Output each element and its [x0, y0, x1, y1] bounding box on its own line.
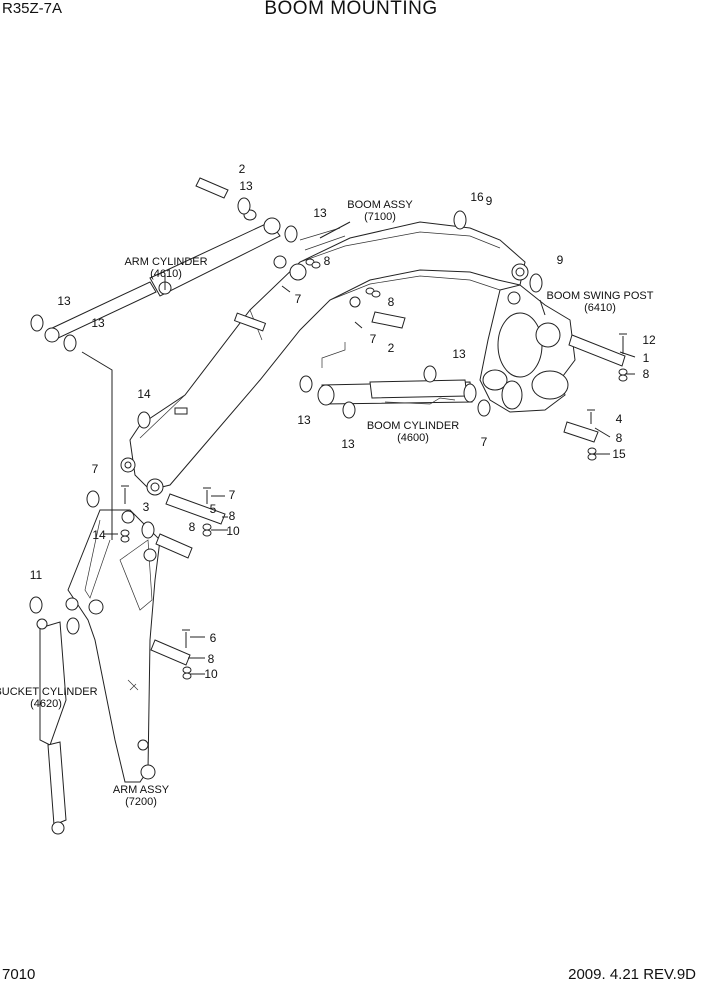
part-number: 13	[341, 437, 355, 451]
boom-assy-label: BOOM ASSY	[347, 199, 413, 211]
date-revision: 2009. 4.21 REV.9D	[568, 966, 696, 983]
part-number: 8	[616, 431, 623, 445]
arm-assy-label: ARM ASSY	[113, 784, 170, 796]
part-number: 13	[297, 413, 311, 427]
part-number: 11	[30, 568, 43, 582]
leader-lines	[81, 221, 636, 675]
model-code: R35Z-7A	[2, 0, 63, 17]
part-number: 14	[137, 387, 151, 401]
pin-2-mid	[371, 311, 406, 329]
arm-assy-drawing	[67, 509, 161, 783]
boom-assy-drawing	[120, 221, 529, 496]
part-numbers: 2 13 13 16 9 9 8 7 13 13 8 7 2 12 1 8 13…	[30, 162, 656, 681]
part-number: 6	[210, 631, 217, 645]
part-number: 5	[210, 502, 217, 516]
boom-cylinder-code: (4600)	[397, 432, 429, 444]
part-number: 10	[226, 524, 240, 538]
boom-cylinder-label: BOOM CYLINDER	[367, 420, 459, 432]
pin-4	[563, 421, 599, 443]
callout-labels: ARM CYLINDER (4610) BOOM ASSY (7100) BOO…	[0, 199, 654, 808]
part-number: 8	[229, 509, 236, 523]
pins	[150, 177, 626, 666]
part-number: 7	[295, 292, 302, 306]
boom-swing-post-label: BOOM SWING POST	[547, 290, 654, 302]
part-number: 8	[388, 295, 395, 309]
part-number: 7	[370, 332, 377, 346]
part-number: 7	[92, 462, 99, 476]
arm-cylinder-label: ARM CYLINDER	[124, 256, 207, 268]
part-number: 4	[616, 412, 623, 426]
part-number: 1	[643, 351, 650, 365]
boom-swing-post-drawing	[479, 284, 576, 413]
boom-cylinder-drawing	[317, 342, 477, 406]
part-number: 8	[189, 520, 196, 534]
part-number: 9	[557, 253, 564, 267]
pin-2-top	[195, 177, 229, 199]
part-number: 2	[388, 341, 395, 355]
part-number: 10	[204, 667, 218, 681]
arm-cylinder-code: (4610)	[150, 268, 182, 280]
pin-3	[165, 493, 226, 525]
part-number: 13	[91, 316, 105, 330]
part-number: 7	[229, 488, 236, 502]
part-number: 13	[239, 179, 253, 193]
part-number: 8	[643, 367, 650, 381]
part-number: 9	[486, 194, 493, 208]
bucket-cylinder-code: (4620)	[30, 698, 62, 710]
part-number: 14	[92, 528, 106, 542]
part-number: 3	[143, 500, 150, 514]
bolts-and-nuts	[120, 258, 628, 680]
arm-assy-code: (7200)	[125, 796, 157, 808]
part-number: 13	[313, 206, 327, 220]
part-number: 2	[239, 162, 246, 176]
part-number: 16	[470, 190, 484, 204]
page-title: BOOM MOUNTING	[264, 0, 438, 19]
part-number: 8	[208, 652, 215, 666]
boom-swing-post-code: (6410)	[584, 302, 616, 314]
part-number: 8	[324, 254, 331, 268]
part-number: 7	[481, 435, 488, 449]
part-number: 13	[57, 294, 71, 308]
page-number: 7010	[2, 966, 36, 983]
pin-1	[568, 334, 626, 367]
bucket-cylinder-label: BUCKET CYLINDER	[0, 686, 98, 698]
washers	[29, 197, 543, 635]
arm-cylinder-drawing	[44, 209, 281, 343]
pin-6	[150, 639, 191, 666]
part-number: 15	[612, 447, 626, 461]
part-number: 13	[452, 347, 466, 361]
pin-5	[155, 533, 193, 559]
boom-assy-code: (7100)	[364, 211, 396, 223]
bucket-cylinder-drawing	[36, 597, 79, 835]
part-number: 12	[642, 333, 656, 347]
